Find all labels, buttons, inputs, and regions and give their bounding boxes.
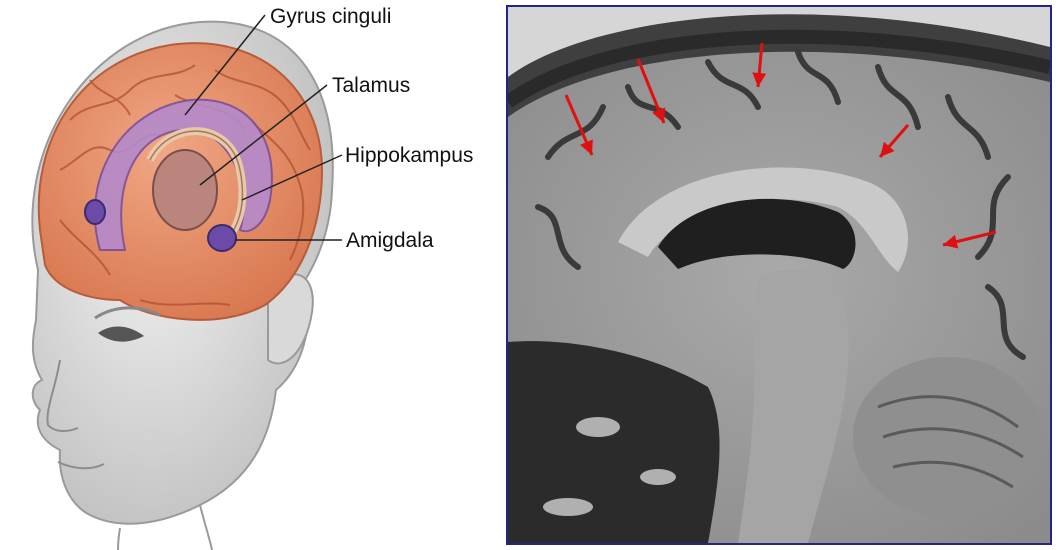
label-amigdala: Amigdala: [346, 229, 434, 252]
head-illustration: Gyrus cinguli Talamus Hippokampus Amigda…: [0, 0, 500, 550]
label-hippokampus: Hippokampus: [345, 144, 473, 167]
label-talamus: Talamus: [332, 74, 410, 97]
label-gyrus-cinguli: Gyrus cinguli: [270, 5, 391, 28]
amigdala-structure: [208, 225, 236, 251]
talamus-structure: [153, 150, 217, 230]
mri-cerebellum: [853, 357, 1043, 517]
mri-sagittal-image: [506, 5, 1052, 545]
